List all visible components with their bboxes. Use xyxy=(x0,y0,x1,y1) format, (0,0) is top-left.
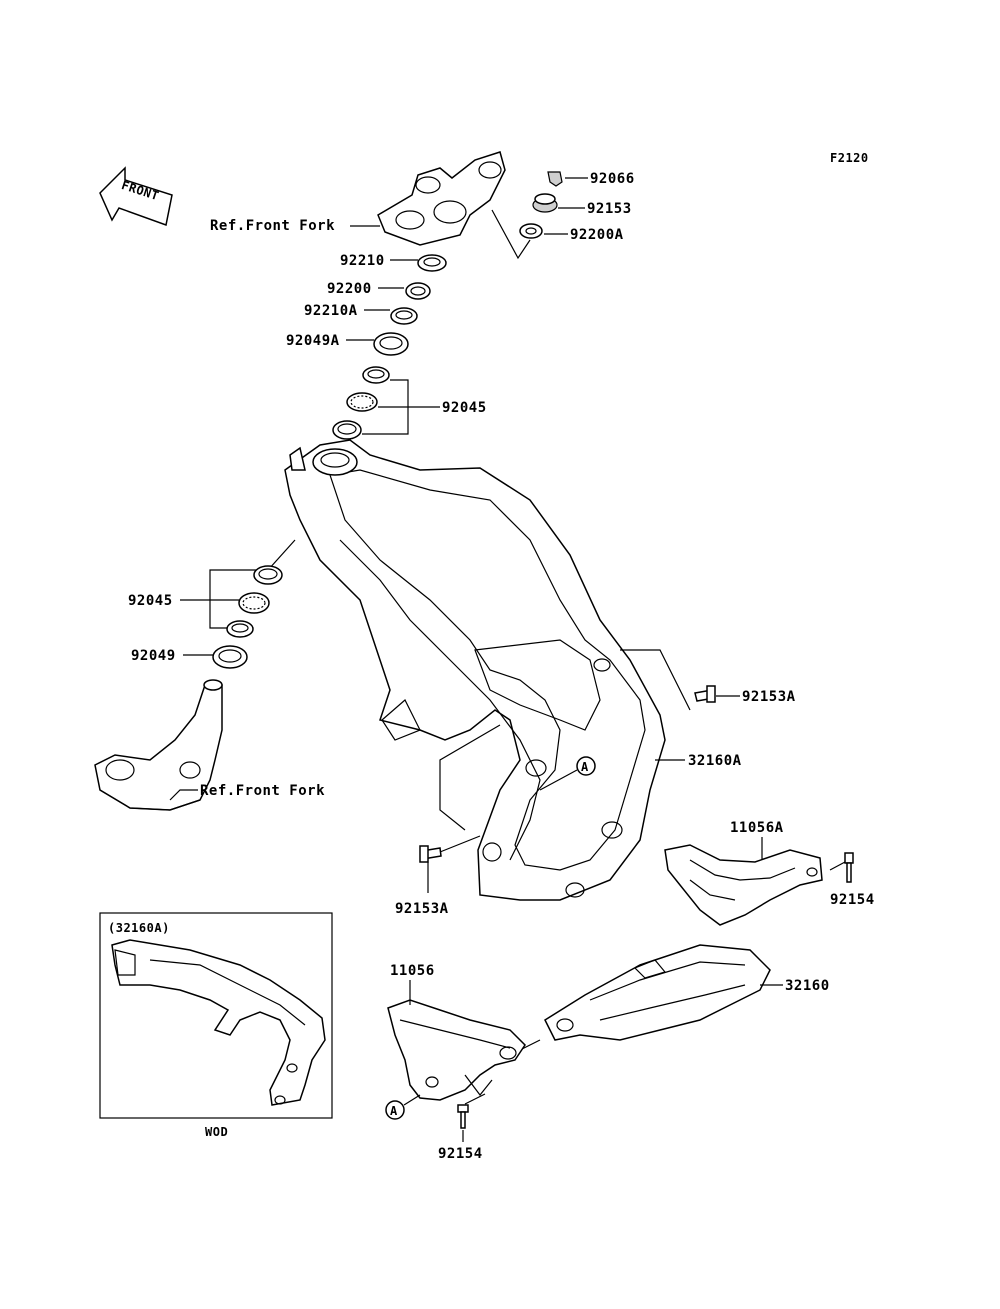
callout-ref-front-fork-bottom: Ref.Front Fork xyxy=(200,783,325,799)
callout-92045-left: 92045 xyxy=(128,593,173,609)
bolt-92153A-bottom xyxy=(419,845,442,863)
bolt-92154-right xyxy=(844,852,854,883)
callout-ref-front-fork-top: Ref.Front Fork xyxy=(210,218,335,234)
bracket-11056A xyxy=(664,844,823,926)
ref-a-bottom-circle xyxy=(385,1100,405,1120)
upper-triple-clamp xyxy=(377,151,506,246)
callout-92200: 92200 xyxy=(327,281,372,297)
front-arrow-icon: FRONT xyxy=(99,166,173,227)
inset-caption: WOD xyxy=(205,1125,228,1139)
callout-11056: 11056 xyxy=(390,963,435,979)
washer-92200A xyxy=(519,223,543,239)
inset-32160A: (32160A) xyxy=(99,912,333,1119)
bolt-92153A-right xyxy=(694,685,716,703)
bolt-92154-bottom xyxy=(457,1104,469,1129)
nut-92210A xyxy=(390,307,418,325)
callout-32160A: 32160A xyxy=(688,753,742,769)
callout-92153A-bottom: 92153A xyxy=(395,901,449,917)
callout-92154-right: 92154 xyxy=(830,892,875,908)
cap-92153 xyxy=(532,193,558,213)
bearing-92045-top xyxy=(332,366,390,440)
callout-92153A-right: 92153A xyxy=(742,689,796,705)
callout-92049A: 92049A xyxy=(286,333,340,349)
bracket-11056 xyxy=(387,999,526,1101)
callout-92066: 92066 xyxy=(590,171,635,187)
seal-92049 xyxy=(212,645,248,669)
callout-92045-top: 92045 xyxy=(442,400,487,416)
callout-32160: 32160 xyxy=(785,978,830,994)
bearing-92045-lower xyxy=(226,565,283,638)
figure-code: F2120 xyxy=(830,151,869,165)
inset-title: (32160A) xyxy=(108,921,170,935)
callout-11056A: 11056A xyxy=(730,820,784,836)
seal-92049A xyxy=(373,332,409,356)
washer-92200 xyxy=(405,282,431,300)
main-frame xyxy=(284,439,666,901)
callout-92049: 92049 xyxy=(131,648,176,664)
ref-a-top: A xyxy=(581,760,589,774)
ref-a-top-circle xyxy=(576,756,596,776)
nut-92210 xyxy=(417,254,447,272)
lower-triple-clamp xyxy=(94,679,223,811)
callout-92154-bottom: 92154 xyxy=(438,1146,483,1162)
callout-92200A: 92200A xyxy=(570,227,624,243)
callout-92153: 92153 xyxy=(587,201,632,217)
subframe-32160 xyxy=(544,944,771,1041)
callout-92210: 92210 xyxy=(340,253,385,269)
nut-92066 xyxy=(547,171,563,187)
callout-92210A: 92210A xyxy=(304,303,358,319)
ref-a-bottom: A xyxy=(390,1104,398,1118)
